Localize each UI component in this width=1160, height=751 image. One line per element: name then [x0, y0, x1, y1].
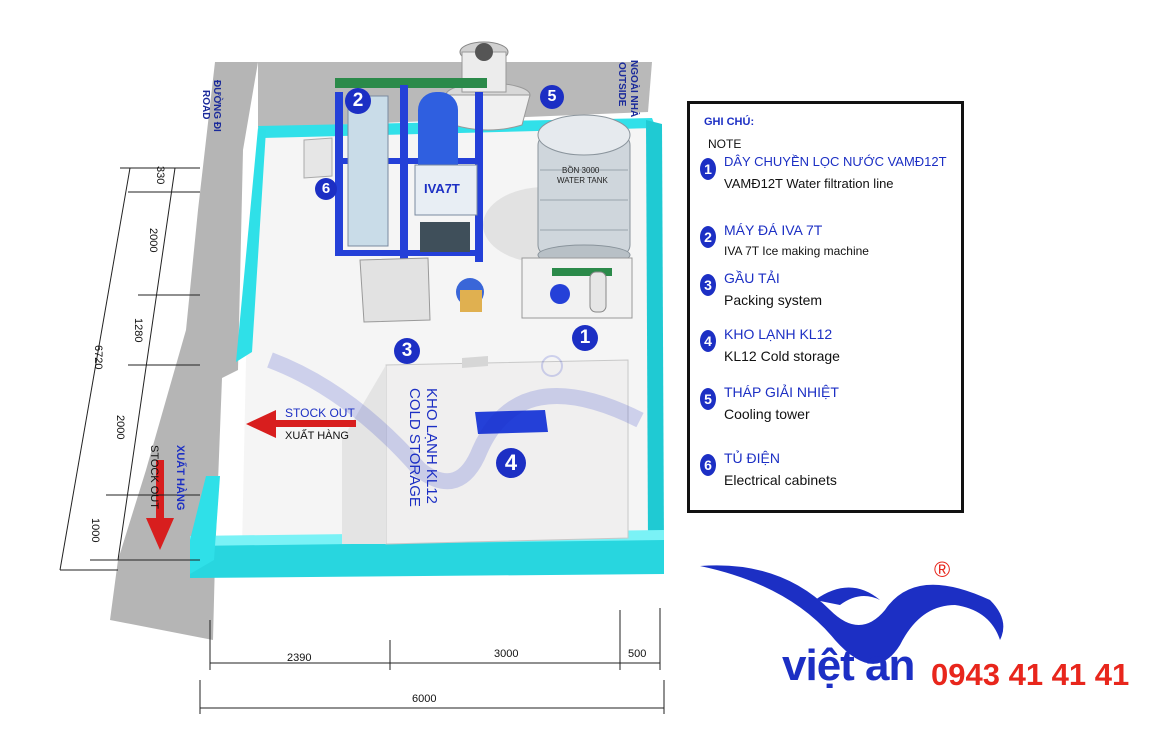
- dim-left-2000a: 2000: [147, 228, 159, 253]
- badge-6: 6: [315, 178, 337, 200]
- brand-registered-mark: ®: [934, 557, 951, 582]
- dim-left-1280: 1280: [132, 318, 144, 343]
- road-label-vi: ĐƯỜNG ĐI: [211, 80, 222, 132]
- legend-item-vi: MÁY ĐÁ IVA 7T: [724, 222, 823, 238]
- legend-num: 6: [700, 454, 716, 476]
- stock-out-label-en: STOCK OUT: [285, 406, 355, 420]
- legend-item-en: IVA 7T Ice making machine: [724, 244, 869, 258]
- legend-num: 4: [700, 330, 716, 352]
- legend-item-en: Electrical cabinets: [724, 472, 837, 488]
- legend-item-vi: DÂY CHUYỀN LỌC NƯỚC VAMĐ12T: [724, 154, 947, 169]
- legend-item-vi: THÁP GIẢI NHIỆT: [724, 384, 839, 400]
- road-label-en: ROAD: [200, 90, 211, 120]
- dim-left-2000b: 2000: [114, 415, 126, 440]
- water-tank-label-line2: WATER TANK: [557, 176, 608, 185]
- legend-item-vi: GẦU TẢI: [724, 270, 780, 286]
- ice-machine-frame: [335, 78, 487, 262]
- water-filtration-line: [521, 257, 633, 319]
- cold-storage-label-line2: COLD STORAGE: [406, 388, 423, 507]
- dim-bottom-6000: 6000: [412, 693, 437, 705]
- legend-num: 3: [700, 274, 716, 296]
- wall-right: [646, 120, 664, 548]
- badge-4: 4: [496, 448, 526, 478]
- dim-bottom-500: 500: [628, 648, 647, 660]
- wall-bottom: [190, 534, 664, 578]
- badge-1: 1: [572, 325, 598, 351]
- stock-out-arrow-vertical: [146, 460, 174, 550]
- legend-item-en: KL12 Cold storage: [724, 348, 840, 364]
- legend-num: 2: [700, 226, 716, 248]
- legend-item-en: VAMĐ12T Water filtration line: [724, 176, 894, 191]
- dim-bottom-2390: 2390: [287, 652, 312, 664]
- outside-label-vi: NGOÀI NHÀ: [628, 60, 639, 118]
- legend-item-en: Cooling tower: [724, 406, 810, 422]
- dimension-lines-left: [59, 167, 200, 571]
- watermark-logo: [267, 352, 644, 490]
- wall-left-lower: [190, 476, 220, 574]
- machine-label: IVA7T: [424, 181, 460, 196]
- legend-box: GHI CHÚ: NOTE 1 DÂY CHUYỀN LỌC NƯỚC VAMĐ…: [687, 101, 964, 513]
- cold-storage-label-line1: KHO LẠNH KL12: [423, 388, 440, 504]
- brand-logo: [700, 565, 1004, 664]
- legend-item-vi: KHO LẠNH KL12: [724, 326, 833, 342]
- badge-3: 3: [394, 338, 420, 364]
- badge-5: 5: [540, 85, 564, 109]
- water-tank: [537, 114, 631, 266]
- dim-left-330: 330: [154, 166, 166, 185]
- legend-item-vi: TỦ ĐIỆN: [724, 450, 780, 466]
- electrical-cabinet: [303, 137, 333, 179]
- dim-bottom-3000: 3000: [494, 648, 519, 660]
- stock-out-vertical-label-en: STOCK OUT: [148, 445, 160, 509]
- legend-num: 1: [700, 158, 716, 180]
- brand-phone: 0943 41 41 41: [931, 657, 1130, 692]
- dim-left-6720: 6720: [92, 345, 104, 370]
- dimension-lines-bottom: [199, 608, 665, 714]
- stock-out-vertical-label-vi: XUẤT HÀNG: [174, 445, 186, 511]
- legend-heading-en: NOTE: [708, 137, 742, 151]
- stock-out-arrow-horizontal: [246, 410, 356, 438]
- stock-out-label-vi: XUẤT HÀNG: [285, 430, 349, 442]
- water-tank-label-line1: BỒN 3000: [562, 166, 600, 175]
- outside-label-en: OUTSIDE: [616, 62, 627, 107]
- wall-left-upper: [236, 128, 266, 362]
- brand-name: việt an: [782, 641, 915, 690]
- legend-item-en: Packing system: [724, 292, 823, 308]
- dim-left-1000: 1000: [89, 518, 101, 543]
- legend-num: 5: [700, 388, 716, 410]
- packing-system: [359, 257, 484, 323]
- badge-2: 2: [345, 88, 371, 114]
- legend-heading-vi: GHI CHÚ:: [704, 116, 755, 128]
- cold-storage-unit: [475, 410, 548, 434]
